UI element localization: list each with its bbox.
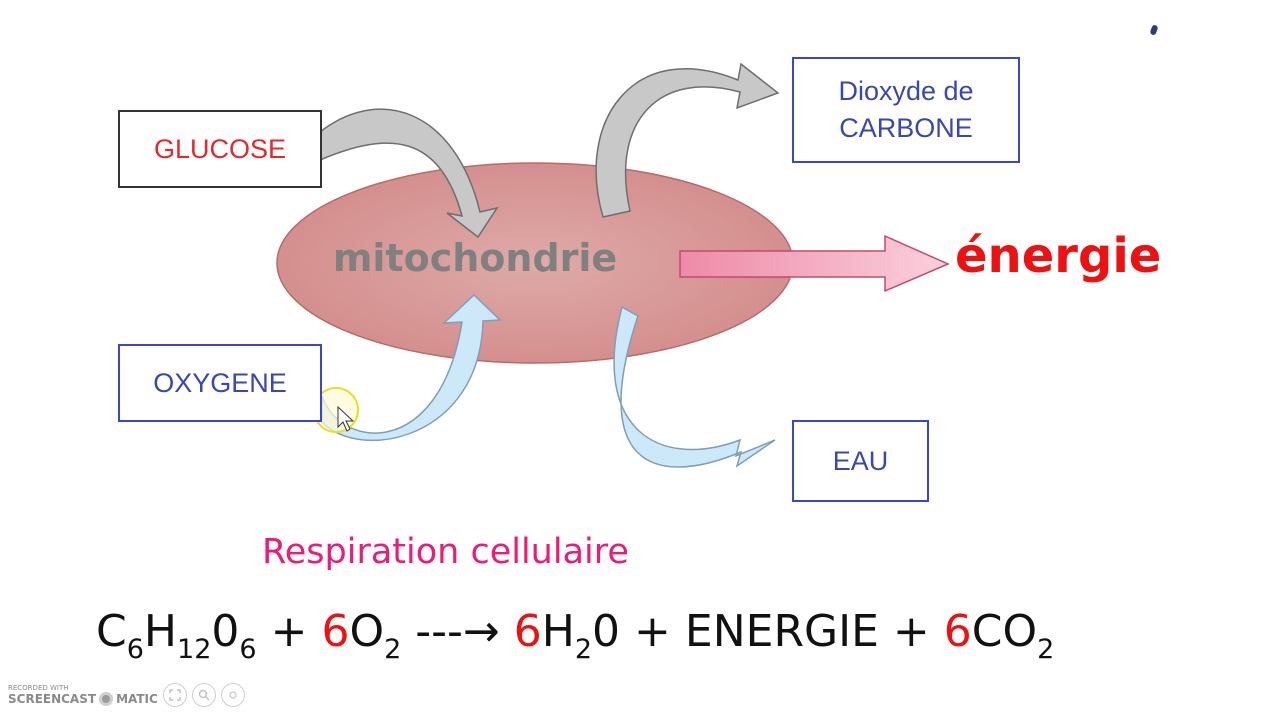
watermark-recorded-with: RECORDED WITH	[8, 684, 69, 692]
eq-plus: +	[270, 606, 308, 657]
glucose-box: GLUCOSE	[118, 110, 322, 188]
oxygen-label: OXYGENE	[153, 367, 287, 398]
eq-glucose: C6H1206	[96, 606, 257, 665]
watermark-brand-right: MATIC	[116, 691, 158, 706]
screencast-watermark: RECORDED WITH SCREENCAST MATIC	[8, 683, 245, 707]
glucose-arrow	[319, 108, 499, 239]
eq-co2: 6CO2	[943, 606, 1055, 665]
eq-plus: +	[892, 606, 930, 657]
mitochondria-label: mitochondrie	[332, 236, 618, 280]
water-box: EAU	[792, 420, 929, 502]
eq-water: 6H20	[513, 606, 621, 665]
eq-energy: ENERGIE	[684, 606, 879, 657]
co2-box: Dioxyde de CARBONE	[792, 57, 1020, 163]
water-arrow	[613, 305, 776, 468]
co2-label-line1: Dioxyde de	[838, 76, 974, 106]
watermark-brand-left: SCREENCAST	[8, 691, 97, 706]
screencast-logo-icon	[99, 692, 114, 706]
co2-arrow	[595, 62, 780, 218]
chemical-equation: C6H1206 + 6O2 ---→ 6H20 + ENERGIE + 6CO2	[96, 606, 1054, 665]
circle-button-icon[interactable]	[220, 683, 245, 707]
co2-label-line2: CARBONE	[839, 113, 973, 143]
oxygen-box: OXYGENE	[118, 344, 322, 422]
eq-plus: +	[634, 606, 671, 657]
energy-label: énergie	[955, 228, 1162, 284]
energy-arrow	[679, 234, 950, 293]
mouse-cursor-icon	[337, 405, 355, 432]
glucose-label: GLUCOSE	[153, 133, 287, 164]
respiration-title: Respiration cellulaire	[262, 532, 629, 572]
water-label: EAU	[832, 445, 889, 476]
fullscreen-icon[interactable]	[162, 683, 187, 707]
eq-oxygen: 6O2	[321, 606, 402, 665]
eq-arrow: ---→	[415, 606, 500, 657]
zoom-icon[interactable]	[191, 683, 216, 707]
